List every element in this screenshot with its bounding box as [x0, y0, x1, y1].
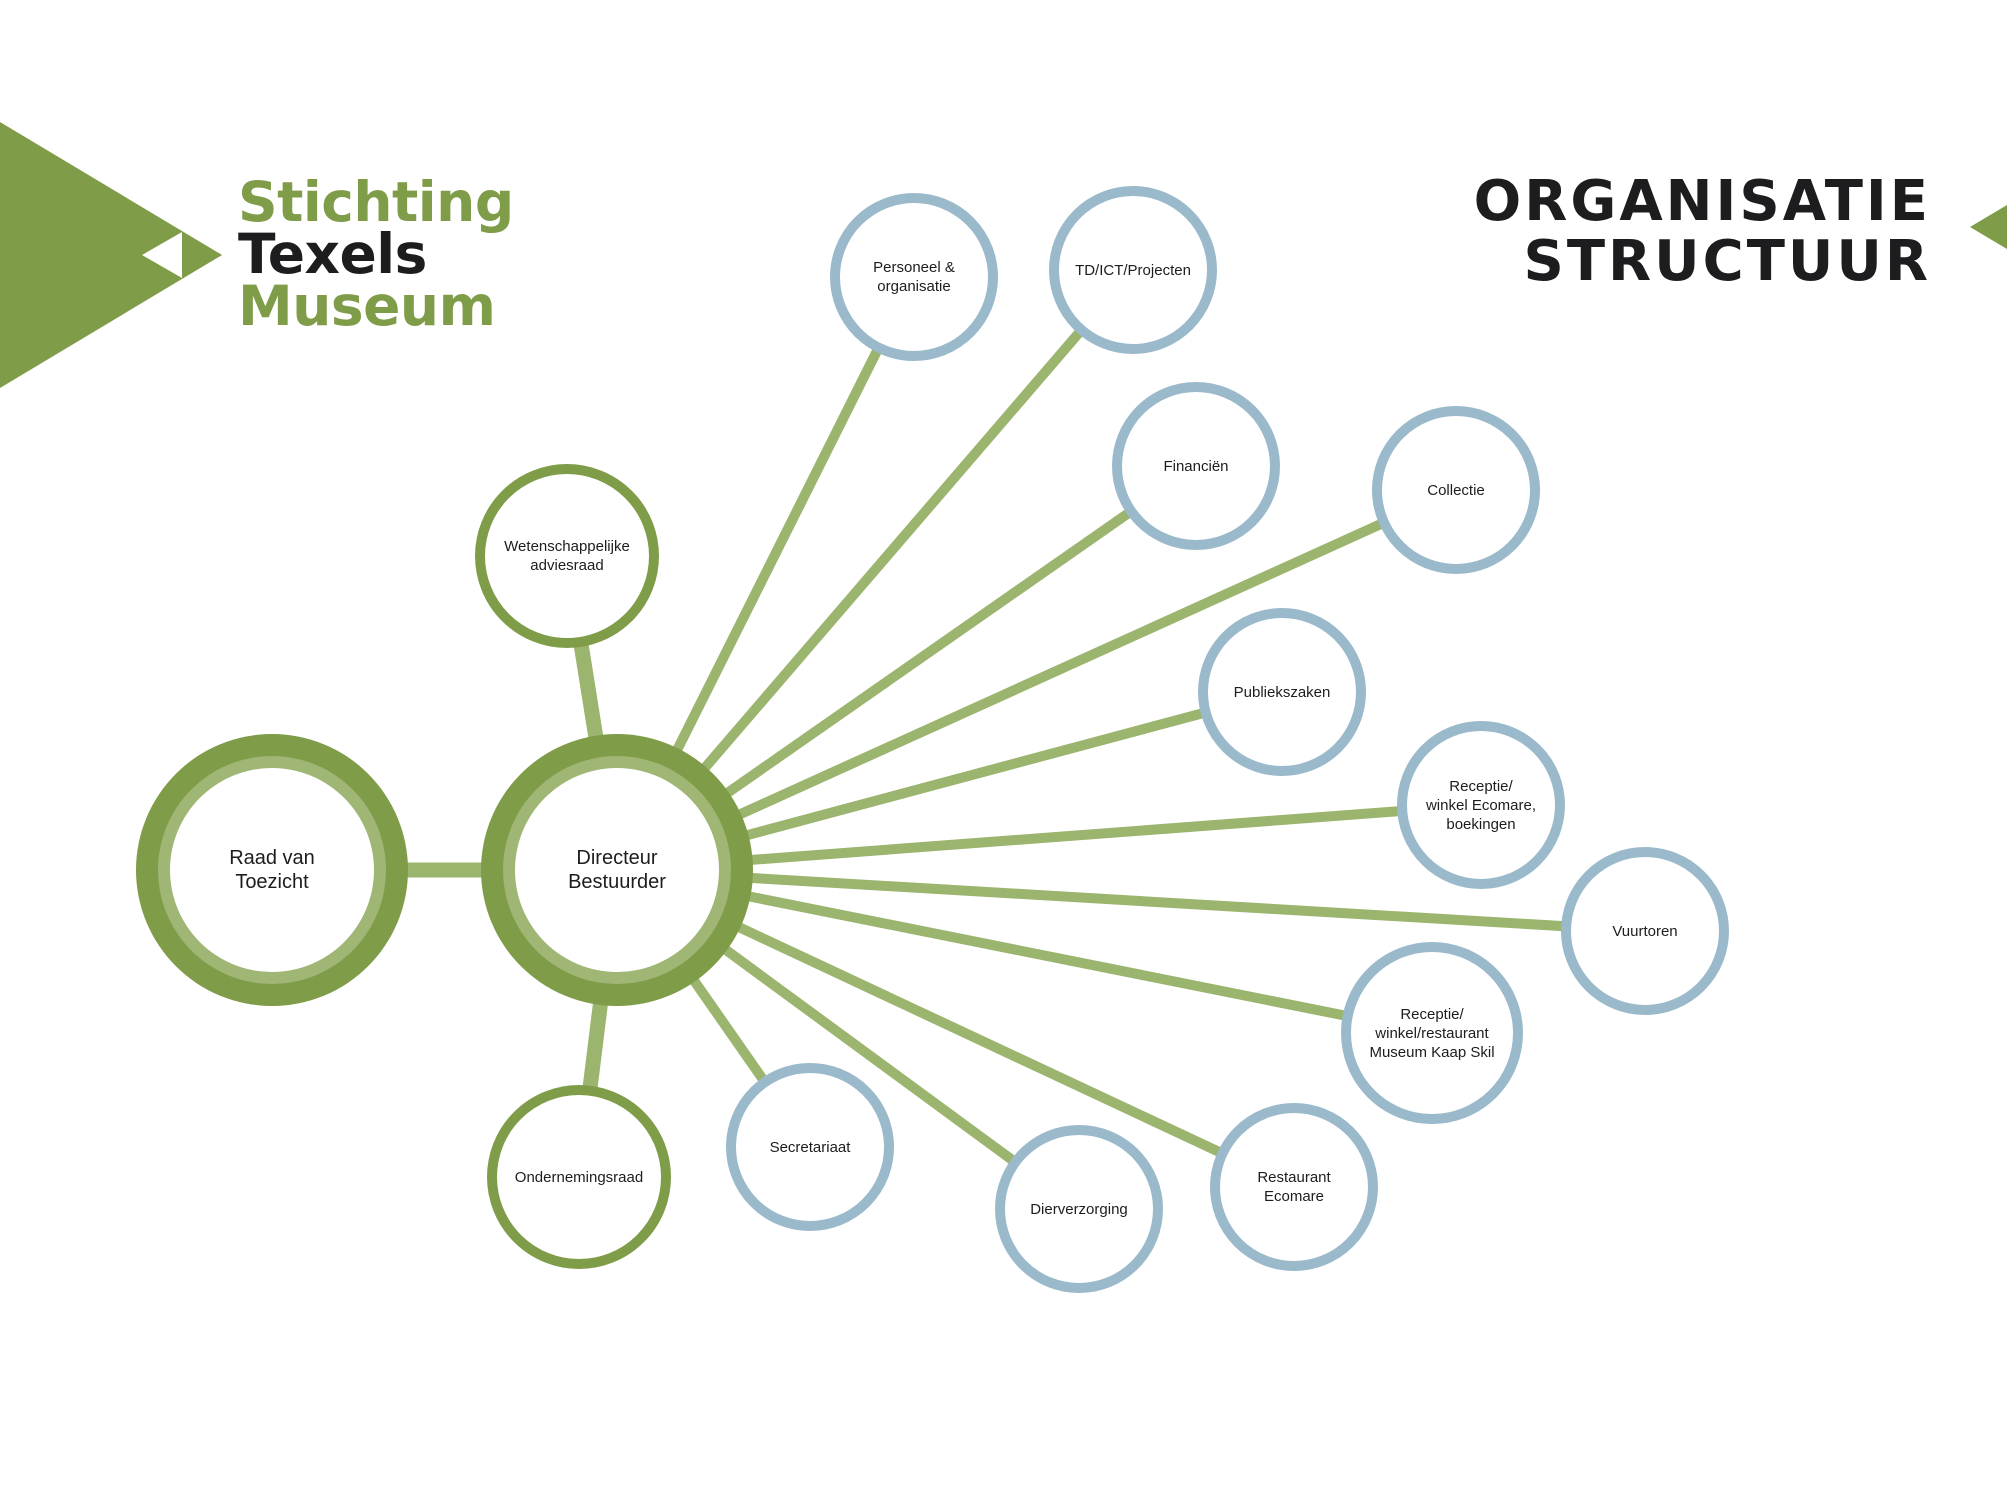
logo-word-museum: Museum — [238, 274, 496, 338]
node-circles — [136, 186, 1729, 1293]
connector-vuurtoren — [616, 865, 1646, 936]
node-publiekszaken — [1198, 608, 1366, 776]
connector-receptie_kaapskil — [616, 865, 1433, 1038]
logo-notch-right-icon — [182, 232, 222, 278]
page-title-line2: STRUCTUUR — [1523, 229, 1931, 294]
node-label-directeur: Directeur Bestuurder — [568, 847, 666, 893]
node-vuurtoren — [1561, 847, 1729, 1015]
logo-notch-left-icon — [142, 232, 182, 278]
node-raad — [136, 734, 408, 1006]
connector-receptie_ecomare — [616, 800, 1482, 875]
node-wetenschappelijk — [475, 464, 659, 648]
node-directeur — [481, 734, 753, 1006]
node-financien — [1112, 382, 1280, 550]
node-label-personeel: Personeel & organisatie — [873, 259, 955, 295]
logo-word-texels: Texels — [238, 222, 427, 286]
node-receptie-kaapskil — [1341, 942, 1523, 1124]
node-ondernemingsraad — [487, 1085, 671, 1269]
node-dierverzorging — [995, 1125, 1163, 1293]
node-receptie-ecomare — [1397, 721, 1565, 889]
title-arrow-icon — [1970, 205, 2007, 249]
node-label-receptie-ecomare: Receptie/ winkel Ecomare, boekingen — [1425, 777, 1537, 833]
node-collectie — [1372, 406, 1540, 574]
node-label-wetenschappelijk: Wetenschappelijke adviesraad — [504, 538, 630, 574]
node-secretariaat — [726, 1063, 894, 1231]
page-title-line1: ORGANISATIE — [1473, 169, 1931, 234]
node-label-restaurant: Restaurant Ecomare — [1257, 1169, 1331, 1205]
node-label-financien: Financiën — [1163, 457, 1229, 475]
node-label-td-ict: TD/ICT/Projecten — [1075, 261, 1191, 279]
node-label-raad: Raad van Toezicht — [229, 847, 315, 893]
connector-collectie — [614, 485, 1459, 875]
node-label-publiekszaken: Publiekszaken — [1233, 683, 1331, 701]
logo-triangle-icon — [0, 122, 222, 388]
node-personeel — [830, 193, 998, 361]
node-label-dierverzorging: Dierverzorging — [1030, 1200, 1128, 1218]
node-label-receptie-kaapskil: Receptie/ winkel/restaurant Museum Kaap … — [1369, 1005, 1495, 1061]
node-restaurant — [1210, 1103, 1378, 1271]
node-label-secretariaat: Secretariaat — [769, 1138, 851, 1156]
node-label-vuurtoren: Vuurtoren — [1612, 922, 1678, 940]
node-label-ondernemingsraad: Ondernemingsraad — [514, 1168, 644, 1186]
node-label-collectie: Collectie — [1427, 481, 1485, 499]
logo-word-stichting: Stichting — [238, 170, 514, 234]
node-td-ict — [1049, 186, 1217, 354]
